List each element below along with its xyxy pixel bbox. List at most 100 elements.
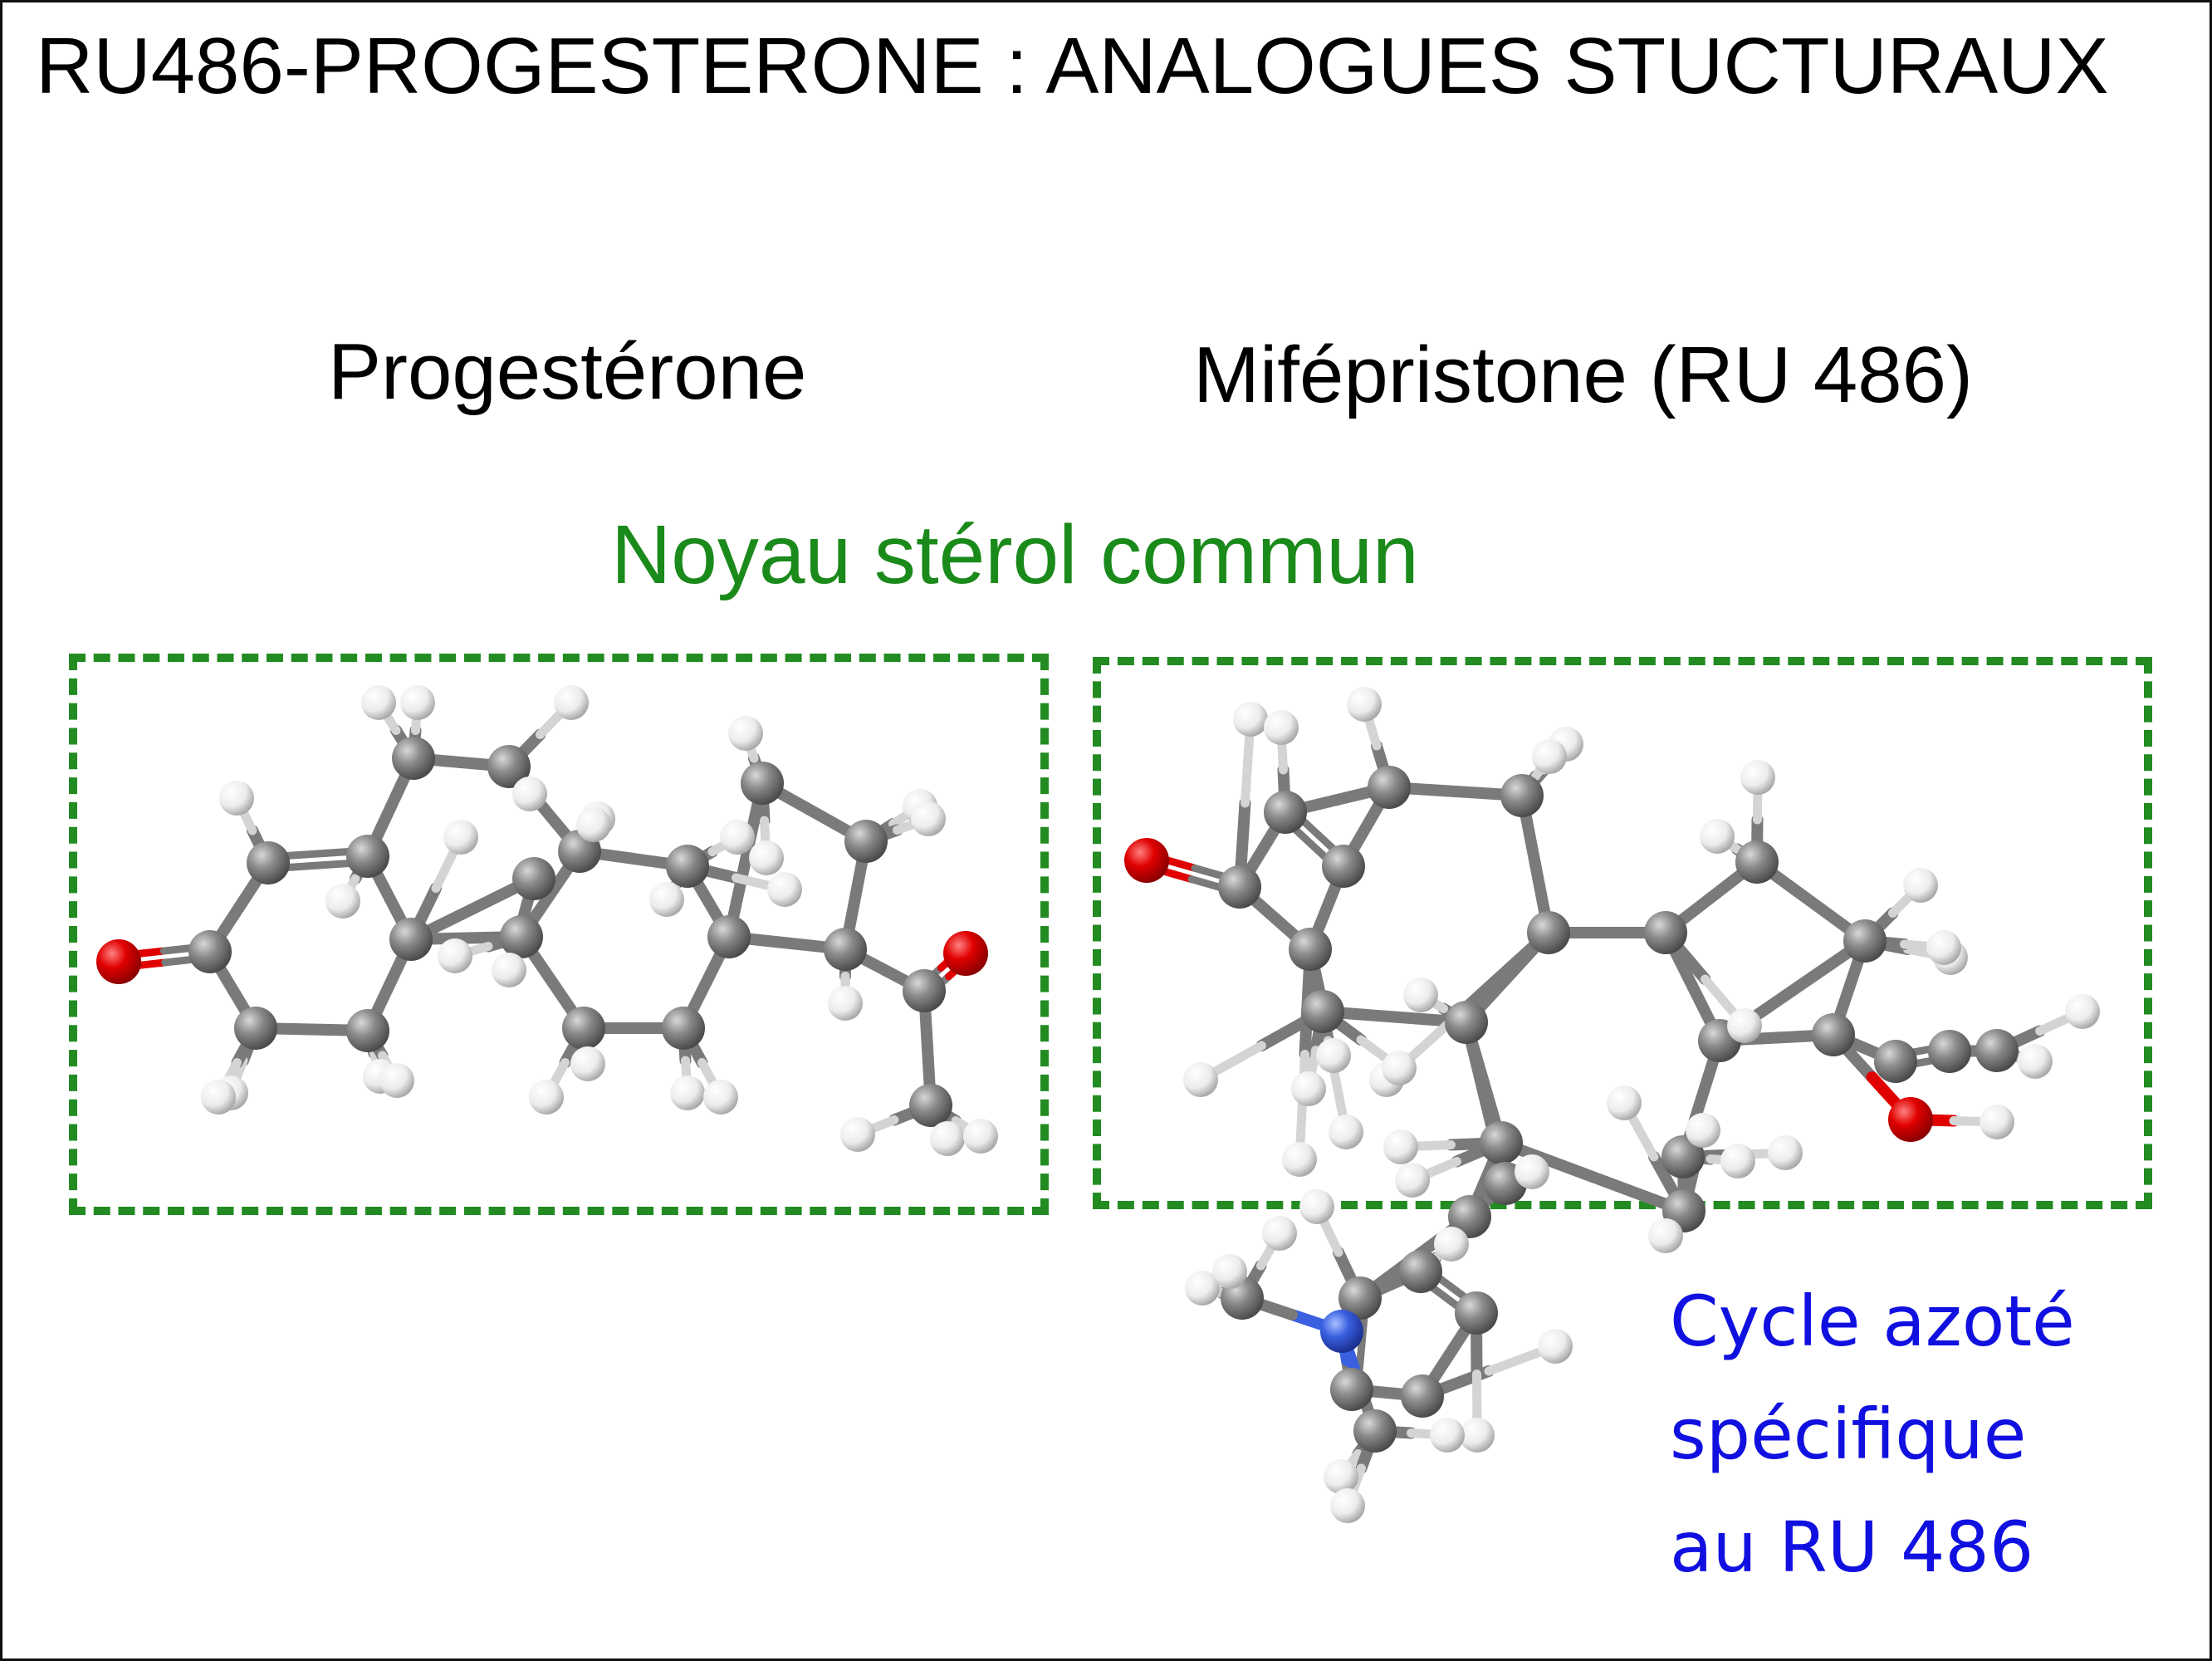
oxygen-atom	[1124, 838, 1169, 883]
hydrogen-atom	[1329, 1115, 1363, 1149]
oxygen-atom	[1888, 1097, 1933, 1142]
hydrogen-atom	[2018, 1044, 2053, 1079]
hydrogen-atom	[1434, 1227, 1469, 1262]
carbon-atom	[1301, 990, 1344, 1033]
carbon-atom	[903, 969, 946, 1012]
hydrogen-atom	[1648, 1218, 1683, 1253]
slide-title: RU486-PROGESTERONE : ANALOGUES STUCTURAU…	[36, 22, 2109, 110]
carbon-atom	[1401, 1374, 1444, 1418]
hydrogen-atom	[1430, 1418, 1465, 1453]
carbon-atom	[1735, 840, 1779, 884]
carbon-atom	[741, 762, 784, 805]
oxygen-atom	[96, 939, 141, 984]
ring-note-line-3: au RU 486	[1670, 1507, 2034, 1588]
hydrogen-atom	[749, 840, 784, 875]
hydrogen-atom	[930, 1121, 965, 1156]
carbon-atom	[487, 745, 531, 788]
hydrogen-atom	[703, 1080, 738, 1115]
carbon-atom	[1218, 865, 1261, 909]
hydrogen-atom	[1607, 1085, 1642, 1120]
hydrogen-atom	[1515, 1154, 1549, 1189]
hydrogen-atom	[1183, 1062, 1218, 1097]
carbon-atom	[389, 918, 433, 961]
hydrogen-atom	[767, 872, 802, 907]
hydrogen-atom	[728, 716, 763, 751]
carbon-atom	[1661, 1135, 1705, 1178]
oxygen-atom	[943, 931, 988, 976]
carbon-atom	[234, 1007, 277, 1050]
hydrogen-atom	[576, 807, 611, 842]
hydrogen-atom	[492, 953, 526, 987]
carbon-atom	[1843, 919, 1887, 963]
hydrogen-atom	[1532, 739, 1567, 774]
hydrogen-atom	[1926, 930, 1961, 965]
carbon-atom	[346, 1009, 389, 1052]
hydrogen-atom	[840, 1117, 875, 1152]
hydrogen-atom	[201, 1080, 236, 1115]
hydrogen-atom	[1768, 1135, 1803, 1170]
carbon-atom	[247, 841, 290, 884]
hydrogen-atom	[1233, 702, 1268, 737]
hydrogen-atom	[828, 986, 863, 1021]
ring-note-line-2: spécifique	[1670, 1394, 2027, 1475]
nitrogen-atom	[1320, 1310, 1363, 1353]
hydrogen-atom	[1395, 1163, 1430, 1198]
carbon-atom	[1874, 1040, 1917, 1083]
hydrogen-atom	[1382, 1051, 1417, 1085]
hydrogen-atom	[1903, 868, 1938, 903]
hydrogen-atom	[1403, 977, 1438, 1012]
carbon-atom	[1368, 766, 1411, 809]
hydrogen-atom	[1324, 1459, 1358, 1494]
carbon-atom	[512, 857, 555, 900]
hydrogen-atom	[2065, 994, 2100, 1029]
hydrogen-atom	[1282, 1142, 1317, 1177]
hydrogen-atom	[963, 1119, 998, 1154]
hydrogen-atom	[720, 820, 755, 855]
hydrogen-atom	[1727, 1008, 1762, 1043]
carbon-atom	[666, 845, 709, 888]
carbon-atom	[1353, 1409, 1397, 1453]
carbon-atom	[662, 1007, 705, 1050]
hydrogen-atom	[1291, 1071, 1326, 1106]
carbon-atom	[392, 737, 435, 780]
nitrogen-ring-note: Cycle azoté spécifique au RU 486	[1670, 1265, 2075, 1604]
carbon-atom	[1928, 1030, 1971, 1073]
carbon-atom	[1500, 774, 1544, 817]
hydrogen-atom	[400, 685, 435, 720]
carbon-atom	[844, 820, 888, 863]
carbon-atom	[1527, 911, 1570, 954]
hydrogen-atom	[1347, 687, 1382, 722]
carbon-atom	[1322, 845, 1365, 888]
mifepristone-label: Mifépristone (RU 486)	[1193, 331, 1973, 419]
hydrogen-atom	[1212, 1254, 1247, 1289]
carbon-atom	[1975, 1029, 2019, 1072]
hydrogen-atom	[443, 820, 478, 855]
mifepristone-core-box	[1093, 657, 2152, 1209]
carbon-atom	[562, 1007, 605, 1050]
hydrogen-atom	[1262, 1216, 1297, 1251]
carbon-atom	[1448, 1195, 1491, 1238]
hydrogen-atom	[570, 1046, 605, 1081]
carbon-atom	[707, 915, 751, 958]
bond	[1294, 1050, 1309, 1164]
carbon-atom	[500, 915, 543, 958]
hydrogen-atom	[1383, 1129, 1418, 1164]
hydrogen-atom	[1264, 710, 1299, 745]
hydrogen-atom	[379, 1063, 414, 1098]
carbon-atom	[1289, 928, 1332, 971]
hydrogen-atom	[529, 1080, 564, 1115]
carbon-atom	[188, 930, 232, 973]
hydrogen-atom	[1720, 1144, 1755, 1178]
carbon-atom	[1455, 1291, 1498, 1335]
hydrogen-atom	[512, 777, 547, 811]
carbon-atom	[1330, 1368, 1373, 1411]
carbon-atom	[1644, 911, 1687, 954]
hydrogen-atom	[911, 801, 946, 836]
carbon-atom	[909, 1084, 952, 1127]
atoms	[96, 685, 2100, 1523]
carbon-atom	[1264, 791, 1307, 834]
hydrogen-atom	[554, 685, 589, 720]
hydrogen-atom	[1740, 760, 1775, 795]
